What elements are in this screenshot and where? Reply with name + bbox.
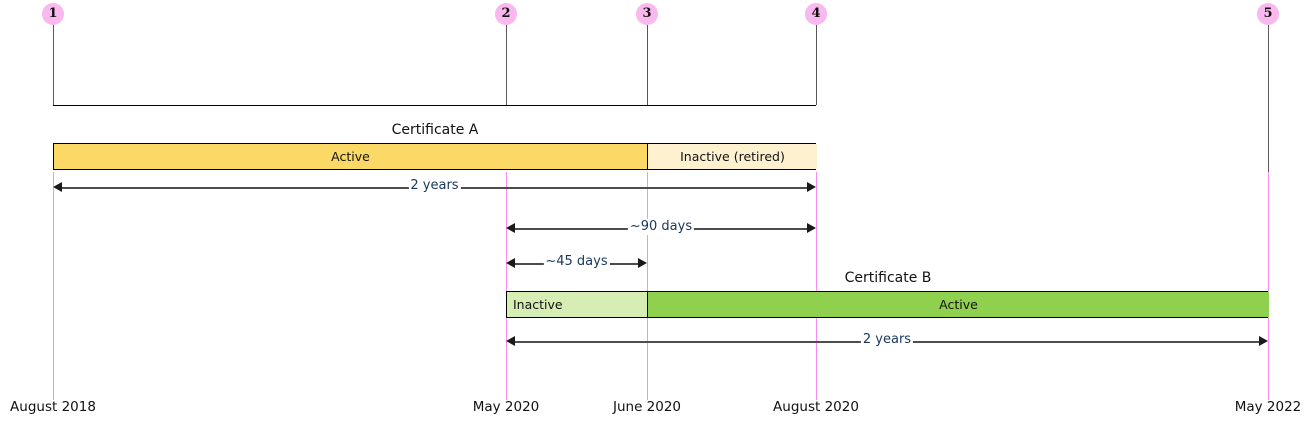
certificate-a-segment-label: Inactive (retired) bbox=[680, 149, 785, 164]
date-label-4: August 2020 bbox=[773, 399, 859, 415]
overlap-90-days-measure: ~90 days bbox=[506, 219, 816, 237]
cert-a-lifetime-arrowhead-left bbox=[53, 182, 62, 192]
date-label-1: August 2018 bbox=[10, 399, 96, 415]
cert-b-lifetime-arrowhead-left bbox=[506, 336, 515, 346]
certificate-a-segment-label: Active bbox=[331, 149, 370, 164]
certificate-b-segment-inactive: Inactive bbox=[507, 292, 648, 317]
overlap-45-days-measure: ~45 days bbox=[506, 254, 647, 272]
bracket-baseline bbox=[53, 105, 816, 106]
certificate-b-title: Certificate B bbox=[844, 270, 932, 286]
certificate-a-segment-active: Active bbox=[54, 144, 648, 169]
gridline-5 bbox=[1268, 172, 1269, 400]
certificate-a-title: Certificate A bbox=[391, 122, 479, 138]
marker-stem-5 bbox=[1268, 22, 1269, 172]
overlap-90-days-arrowhead-left bbox=[506, 223, 515, 233]
marker-5[interactable]: 5 bbox=[1257, 3, 1279, 25]
certificate-a-bar: Active Inactive (retired) bbox=[53, 143, 817, 170]
overlap-45-days-arrowhead-left bbox=[506, 258, 515, 268]
cert-a-lifetime-measure: 2 years bbox=[53, 178, 816, 196]
cert-a-lifetime-arrowhead-right bbox=[807, 182, 816, 192]
overlap-45-days-arrowhead-right bbox=[638, 258, 647, 268]
cert-b-lifetime-arrowhead-right bbox=[1259, 336, 1268, 346]
marker-2[interactable]: 2 bbox=[495, 3, 517, 25]
overlap-45-days-label: ~45 days bbox=[543, 254, 610, 270]
marker-4[interactable]: 4 bbox=[805, 3, 827, 25]
certificate-b-segment-label: Active bbox=[939, 297, 978, 312]
marker-stem-3 bbox=[647, 22, 648, 105]
gridline-4 bbox=[816, 172, 817, 400]
gridline-3 bbox=[647, 172, 648, 400]
date-label-5: May 2022 bbox=[1234, 399, 1302, 415]
marker-1[interactable]: 1 bbox=[42, 3, 64, 25]
certificate-b-segment-label: Inactive bbox=[513, 297, 563, 312]
overlap-90-days-arrowhead-right bbox=[807, 223, 816, 233]
certificate-b-segment-active: Active bbox=[648, 292, 1269, 317]
certificate-a-segment-inactive-retired: Inactive (retired) bbox=[648, 144, 817, 169]
marker-stem-2 bbox=[506, 22, 507, 105]
date-label-2: May 2020 bbox=[472, 399, 540, 415]
certificate-b-bar: Inactive Active bbox=[506, 291, 1269, 318]
marker-stem-4 bbox=[816, 22, 817, 105]
cert-b-lifetime-measure: 2 years bbox=[506, 332, 1268, 350]
marker-stem-1 bbox=[53, 22, 54, 105]
gridline-1 bbox=[53, 172, 54, 400]
gridline-2 bbox=[506, 172, 507, 400]
cert-b-lifetime-label: 2 years bbox=[860, 332, 914, 348]
cert-a-lifetime-label: 2 years bbox=[408, 178, 461, 194]
date-label-3: June 2020 bbox=[612, 399, 682, 415]
overlap-90-days-label: ~90 days bbox=[627, 219, 695, 235]
marker-3[interactable]: 3 bbox=[636, 3, 658, 25]
